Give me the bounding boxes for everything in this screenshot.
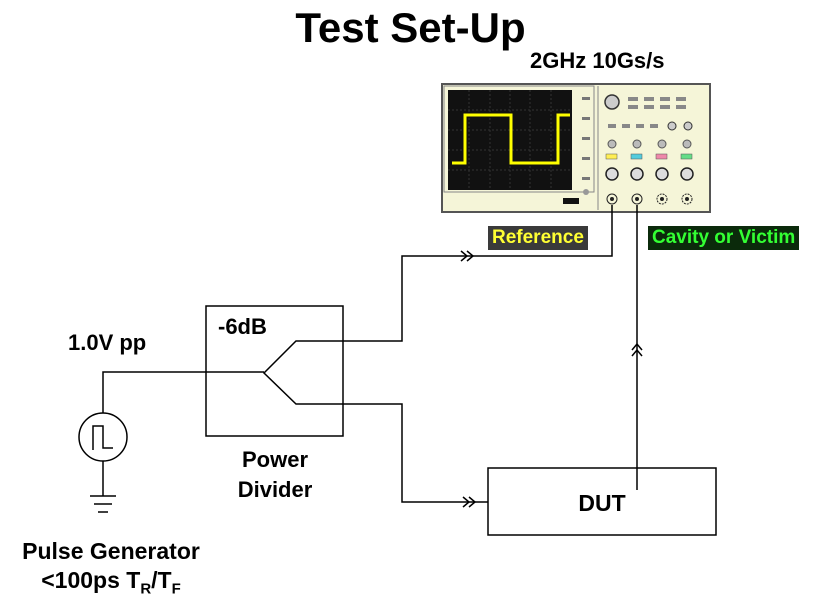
reference-arrow-icon — [460, 250, 475, 262]
pulse-generator-label: Pulse Generator — [22, 538, 200, 564]
amplitude-label: 1.0V pp — [68, 330, 147, 355]
scope-bnc-inputs — [606, 193, 693, 205]
dut-arrow-icon — [462, 496, 477, 508]
attenuation-label: -6dB — [218, 314, 267, 339]
square-wave-trace — [452, 113, 570, 165]
pulse-generator-icon — [78, 412, 128, 462]
reference-cable — [343, 205, 613, 342]
fall-subscript: F — [171, 580, 181, 598]
power-divider-box — [205, 305, 344, 437]
dut-input-cable — [343, 403, 488, 503]
generator-wire — [102, 371, 264, 413]
cavity-arrow-icon — [631, 342, 643, 357]
rise-fall-time-label: <100ps TR/TF — [0, 567, 222, 598]
reference-label: Reference — [488, 226, 588, 250]
rise-fall-prefix: <100ps T — [41, 567, 141, 593]
rise-fall-slash: /T — [151, 567, 172, 593]
oscilloscope — [441, 83, 711, 213]
scope-controls — [604, 94, 694, 181]
oscilloscope-spec: 2GHz 10Gs/s — [530, 48, 665, 73]
rise-subscript: R — [140, 580, 152, 598]
dut-label: DUT — [578, 490, 626, 516]
power-divider-label-line2: Divider — [237, 477, 313, 502]
scope-side-buttons — [582, 97, 590, 180]
page-title: Test Set-Up — [295, 4, 526, 51]
scope-display-button — [563, 198, 579, 204]
cavity-label: Cavity or Victim — [648, 226, 800, 250]
divider-split — [262, 340, 343, 405]
power-divider-label-line1: Power — [241, 447, 309, 472]
ground-icon — [90, 495, 116, 513]
